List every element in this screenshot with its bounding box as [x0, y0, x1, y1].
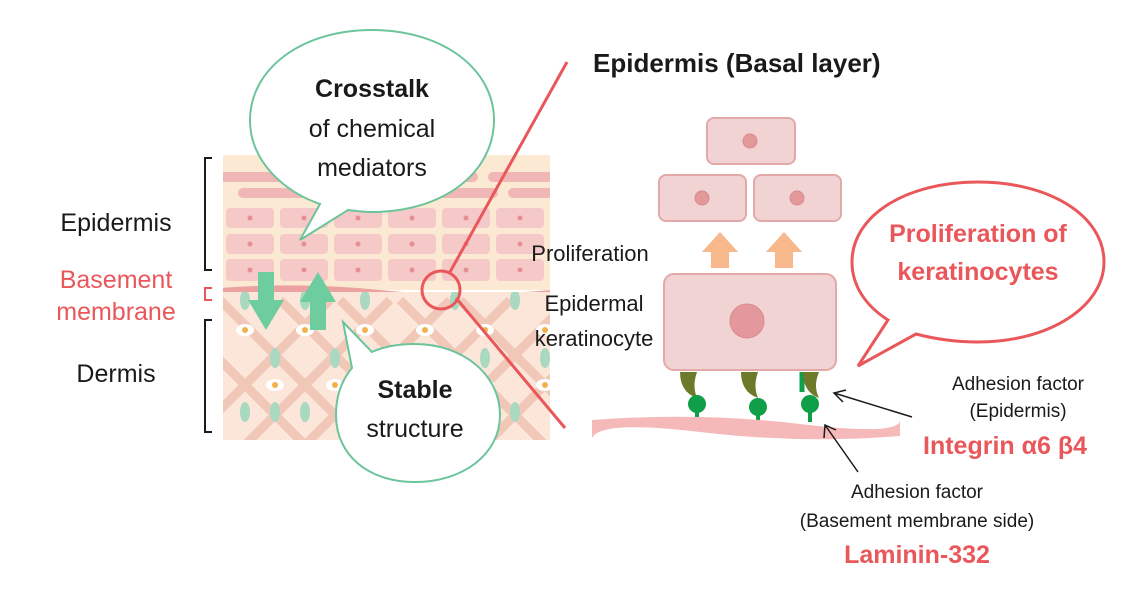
- layer-brackets: [204, 157, 212, 433]
- proliferation-arrows: [702, 232, 802, 268]
- crosstalk-bubble: [248, 28, 496, 241]
- basement-membrane-ribbon: [592, 416, 900, 440]
- zoom-lines: [448, 61, 569, 429]
- down-arrow: [248, 272, 284, 330]
- adhesion-epidermis-line2: (Epidermis): [969, 401, 1066, 422]
- adhesion-basement-line2: (Basement membrane side): [800, 511, 1034, 532]
- label-proliferation: Proliferation: [531, 241, 648, 266]
- proliferation-bubble-line1: Proliferation of: [889, 220, 1067, 248]
- proliferation-bubble-line2: keratinocytes: [897, 258, 1058, 286]
- label-basement-2: membrane: [56, 298, 176, 326]
- diagram-title: Epidermis (Basal layer): [593, 48, 881, 78]
- adhesion-epidermis-line1: Adhesion factor: [952, 374, 1085, 395]
- daughter-cells: [658, 117, 842, 222]
- proliferation-bubble: [850, 180, 1106, 368]
- crosstalk-title: Crosstalk: [315, 75, 429, 103]
- label-basement-1: Basement: [60, 266, 173, 294]
- integrin-name: Integrin α6 β4: [923, 432, 1087, 460]
- pointer-arrows: [823, 389, 913, 473]
- integrin-connectors: [680, 372, 819, 424]
- label-keratinocyte-1: Epidermal: [544, 291, 643, 316]
- label-dermis: Dermis: [76, 360, 155, 388]
- laminin-name: Laminin-332: [844, 541, 990, 569]
- adhesion-basement-line1: Adhesion factor: [851, 482, 984, 503]
- zoom-circle: [420, 269, 462, 311]
- basal-keratinocyte: [663, 273, 837, 371]
- label-epidermis: Epidermis: [60, 209, 171, 237]
- stable-bubble: [334, 318, 502, 484]
- stable-line2: structure: [366, 415, 463, 443]
- up-arrow: [300, 272, 336, 330]
- crosstalk-line3: mediators: [317, 154, 427, 182]
- crosstalk-line2: of chemical: [309, 115, 435, 143]
- stable-title: Stable: [377, 376, 452, 404]
- label-keratinocyte-2: keratinocyte: [535, 326, 654, 351]
